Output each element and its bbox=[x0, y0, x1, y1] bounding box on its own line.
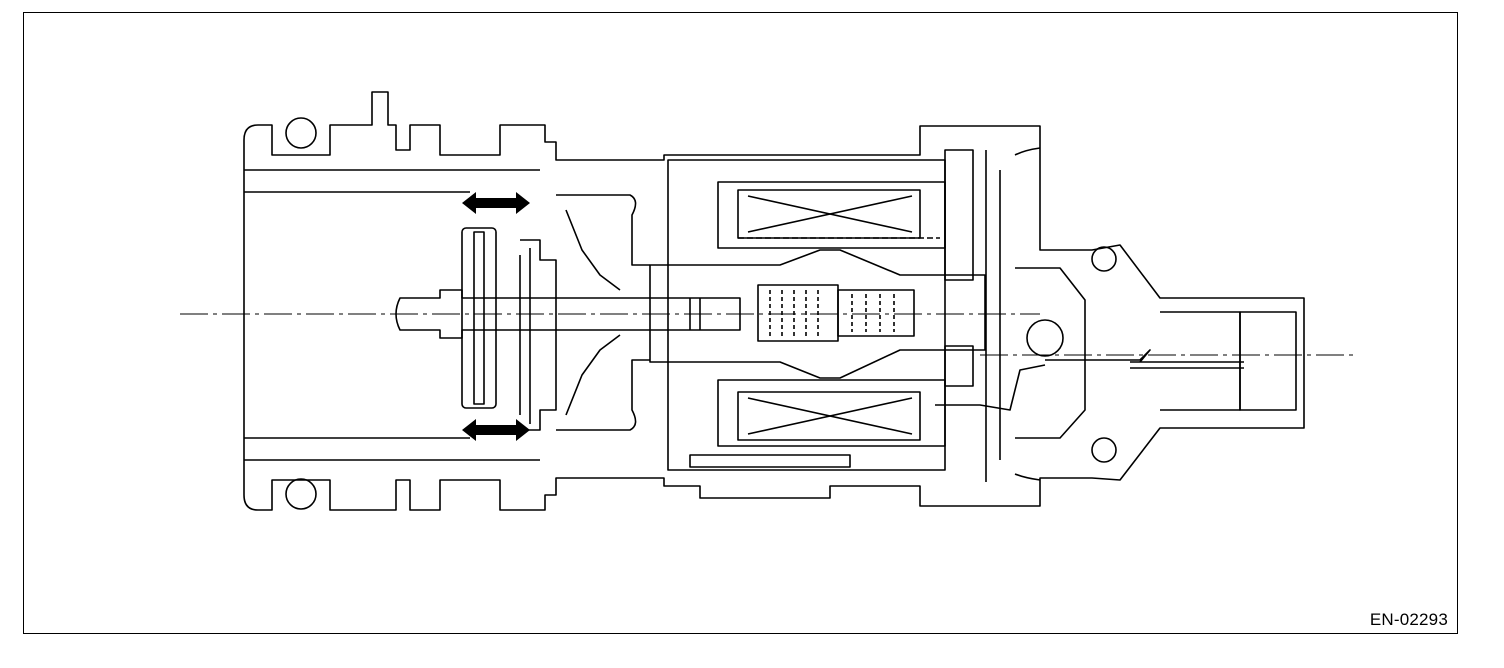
double-arrow-lower bbox=[462, 419, 530, 441]
figure-frame bbox=[23, 12, 1458, 634]
housing-outline bbox=[243, 91, 1305, 511]
diaphragm bbox=[556, 194, 650, 431]
solenoid-casing bbox=[667, 147, 1086, 482]
figure-code: EN-02293 bbox=[1369, 610, 1448, 629]
valve-disc bbox=[461, 227, 557, 431]
motion-arrows bbox=[462, 192, 530, 441]
center-axis-line bbox=[180, 313, 1354, 356]
o-ring-seals bbox=[285, 117, 1117, 510]
electrical-connector bbox=[935, 311, 1297, 411]
armature-core bbox=[649, 249, 986, 379]
solenoid-coil bbox=[717, 181, 946, 447]
double-arrow-upper bbox=[462, 192, 530, 214]
